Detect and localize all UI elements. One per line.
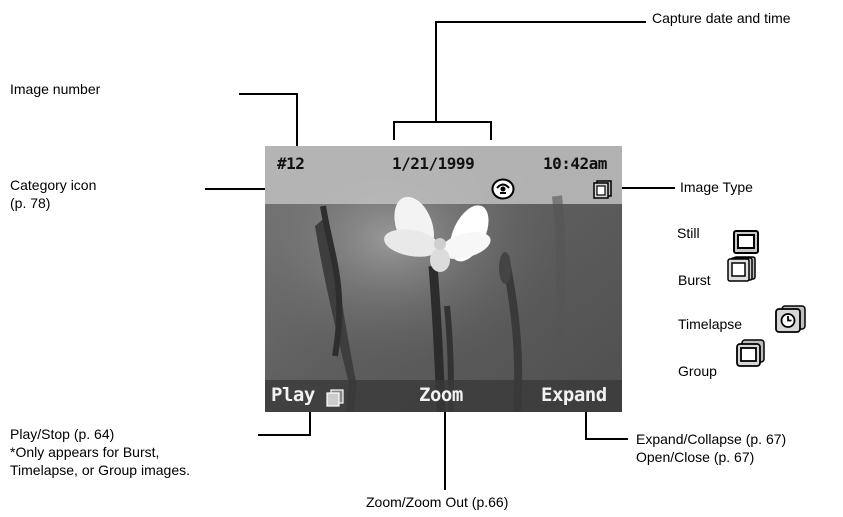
zoom-label: Zoom/Zoom Out (p.66) — [366, 493, 508, 511]
capture-leader-h — [435, 21, 646, 23]
capture-bracket-right — [490, 121, 492, 140]
capture-date-time-label: Capture date and time — [652, 9, 791, 27]
capture-time: 10:42am — [543, 154, 607, 173]
expand-leader-v — [585, 411, 587, 439]
category-icon-label: Category icon — [10, 176, 96, 194]
camera-lcd-screen: #12 1/21/1999 10:42am Play Zoom Expand — [265, 146, 622, 412]
timelapse-type-label: Timelapse — [678, 315, 742, 333]
play-stop-note-1: *Only appears for Burst, — [10, 443, 159, 461]
capture-leader-v — [435, 21, 437, 122]
image-type-label: Image Type — [680, 178, 753, 196]
zoom-leader-v — [444, 411, 446, 490]
group-icon — [736, 339, 766, 367]
capture-bracket-left — [393, 121, 395, 140]
image-number-leader-h — [239, 93, 298, 95]
capture-bracket-h — [393, 121, 492, 123]
image-number-leader-v — [296, 93, 298, 148]
burst-type-icon — [591, 180, 613, 200]
play-leader-h — [258, 434, 311, 436]
capture-date: 1/21/1999 — [392, 154, 474, 173]
image-number: #12 — [277, 154, 304, 173]
flower-category-icon — [491, 178, 515, 200]
burst-type-label: Burst — [678, 271, 711, 289]
category-icon-page-ref: (p. 78) — [10, 194, 50, 212]
flower-photo — [265, 146, 622, 412]
timelapse-icon — [775, 305, 807, 333]
expand-leader-h — [585, 438, 628, 440]
burst-icon — [727, 256, 757, 282]
group-type-label: Group — [678, 362, 717, 380]
expand-collapse-label: Expand/Collapse (p. 67) — [636, 430, 786, 448]
zoom-button[interactable]: Zoom — [419, 384, 463, 406]
play-stop-label: Play/Stop (p. 64) — [10, 425, 114, 443]
still-type-label: Still — [677, 224, 700, 242]
burst-indicator-icon — [325, 389, 345, 407]
image-number-label: Image number — [10, 80, 100, 98]
still-icon — [733, 230, 759, 254]
open-close-label: Open/Close (p. 67) — [636, 448, 754, 466]
image-type-leader — [622, 187, 675, 189]
play-button[interactable]: Play — [271, 384, 315, 406]
expand-button[interactable]: Expand — [541, 384, 607, 406]
play-leader-v — [309, 411, 311, 436]
play-stop-note-2: Timelapse, or Group images. — [10, 461, 190, 479]
